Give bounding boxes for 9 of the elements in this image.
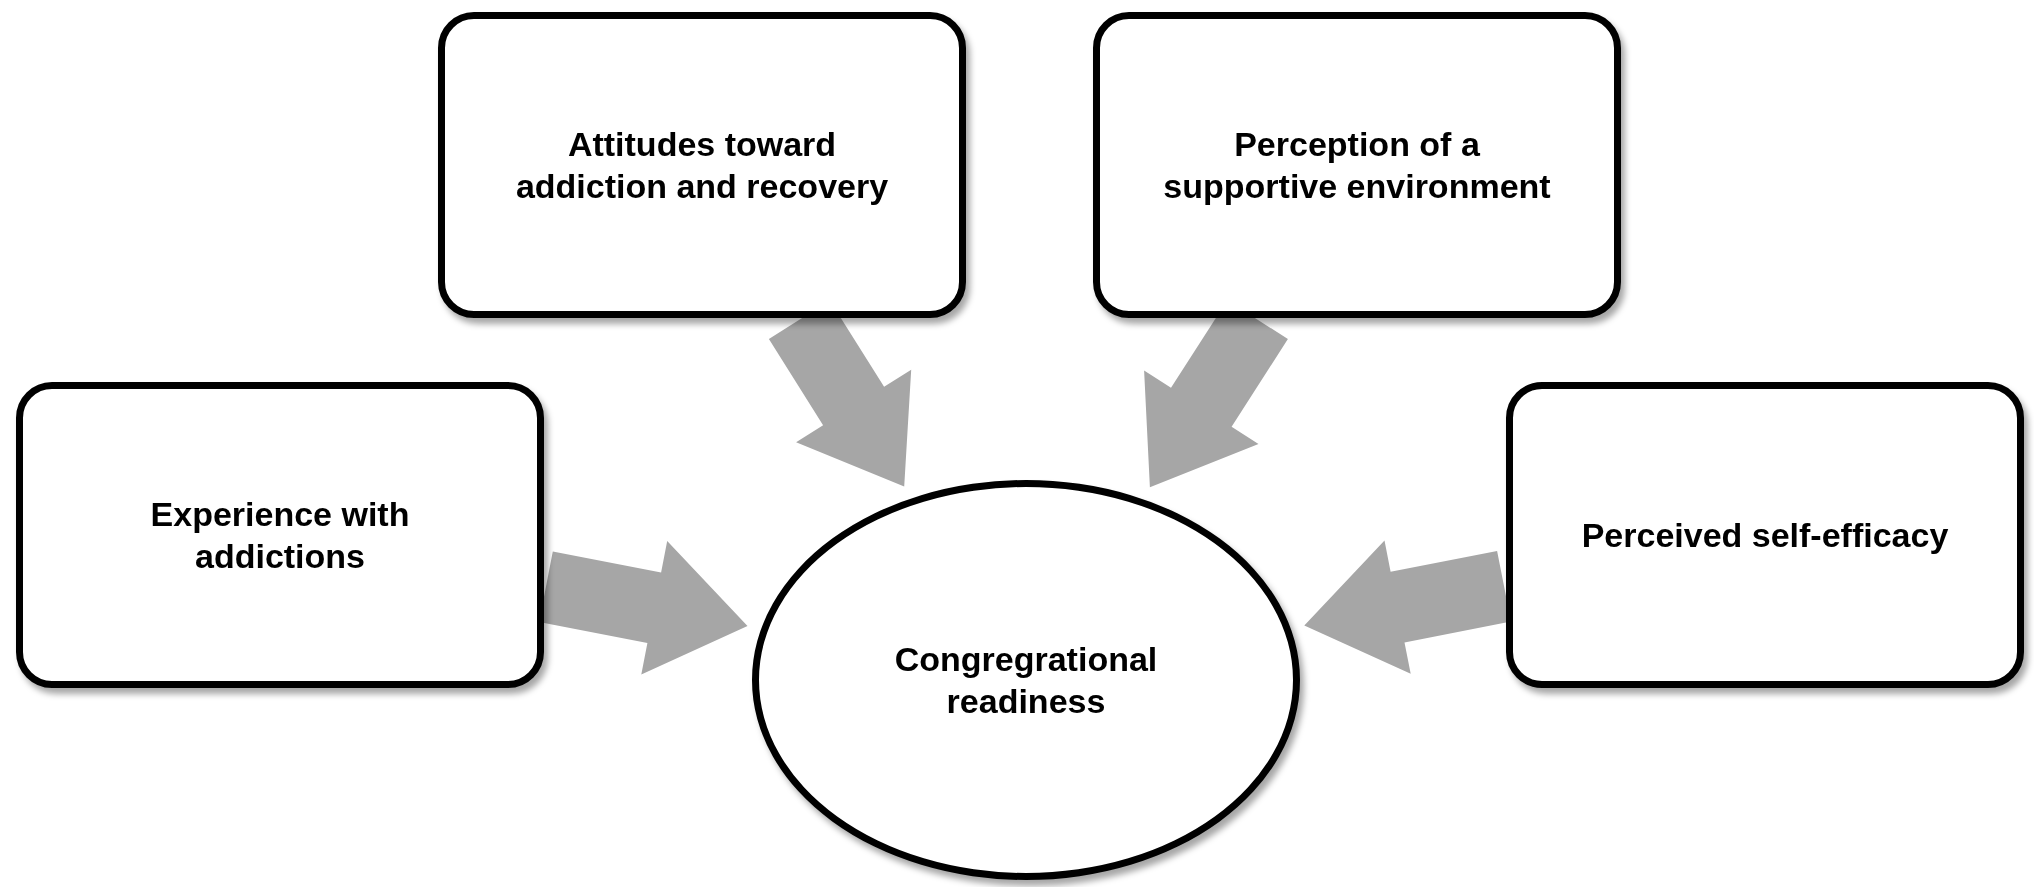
node-label: Congregrational readiness <box>893 639 1159 722</box>
node-label: Attitudes toward addiction and recovery <box>514 124 890 207</box>
factor-box <box>1506 382 2024 688</box>
factor-box <box>16 382 544 688</box>
node-label: Perception of a supportive environment <box>1162 124 1552 207</box>
factor-box <box>438 12 966 318</box>
factor-box <box>1093 12 1621 318</box>
node-label: Perceived self-efficacy <box>1581 515 1949 556</box>
node-label: Experience with addictions <box>149 494 411 577</box>
